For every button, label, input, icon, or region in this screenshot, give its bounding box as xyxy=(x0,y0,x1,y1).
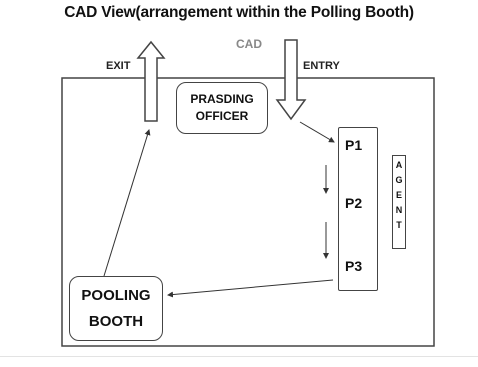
arrow-booth-to-exit xyxy=(103,129,151,277)
booth-line-1: POOLING xyxy=(81,287,151,304)
polling-officers-column xyxy=(338,127,378,291)
agent-letter: N xyxy=(395,205,403,215)
agent-letter: E xyxy=(395,190,402,200)
p1-label: P1 xyxy=(345,137,363,153)
exit-label: EXIT xyxy=(106,60,131,72)
room-outline xyxy=(61,77,435,347)
agent-letter: T xyxy=(396,220,402,230)
p3-label: P3 xyxy=(345,258,363,274)
p2-label: P2 xyxy=(345,195,363,211)
officer-line-2: OFFICER xyxy=(195,109,249,123)
booth-line-2: BOOTH xyxy=(88,313,144,330)
bottom-divider xyxy=(0,356,478,357)
agent-letter: G xyxy=(395,175,403,185)
entry-label: ENTRY xyxy=(303,60,340,72)
presiding-officer-box: PRASDING OFFICER xyxy=(176,82,268,134)
cad-label: CAD xyxy=(236,37,262,51)
officer-line-1: PRASDING xyxy=(190,92,254,106)
agent-box: A G E N T xyxy=(392,155,406,249)
arrow-entry-to-p1 xyxy=(299,121,335,143)
polling-booth-box: POOLING BOOTH xyxy=(69,276,163,341)
entry-arrow-icon xyxy=(275,39,307,121)
diagram-title: CAD View(arrangement within the Polling … xyxy=(64,4,414,21)
arrow-p3-to-booth xyxy=(167,279,334,298)
exit-arrow-icon xyxy=(136,40,166,122)
agent-letter: A xyxy=(395,160,403,170)
